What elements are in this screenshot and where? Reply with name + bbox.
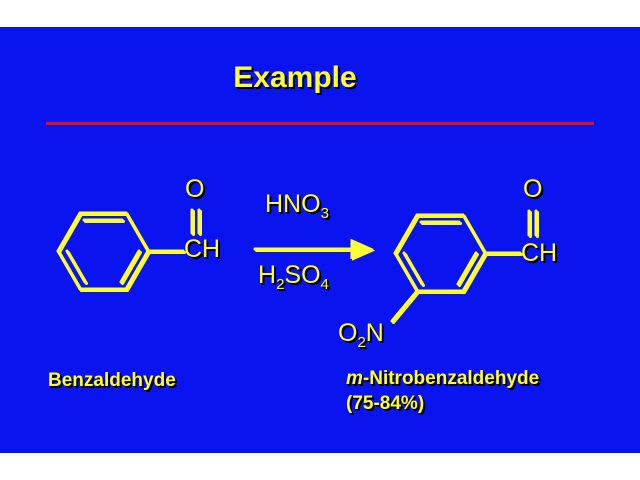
reaction-arrowhead bbox=[350, 238, 374, 260]
reactant-ring bbox=[56, 211, 150, 291]
product-nitro-bond bbox=[390, 289, 419, 323]
product-yield: (75-84%) bbox=[346, 393, 425, 414]
product-ring bbox=[393, 213, 487, 293]
slide-background: Example bbox=[0, 27, 640, 453]
product-name: m-Nitrobenzaldehyde bbox=[346, 368, 540, 389]
reactant-ch-label: CH bbox=[184, 235, 221, 263]
product-nitro-group: O2N bbox=[338, 319, 384, 351]
product-ch-label: CH bbox=[521, 239, 558, 267]
reagent-nitric-acid: HNO3 bbox=[265, 190, 329, 222]
reactant-name: Benzaldehyde bbox=[48, 370, 176, 391]
reagent-sulfuric-acid: H2SO4 bbox=[258, 261, 329, 293]
slide-title: Example bbox=[233, 61, 357, 94]
title-rule bbox=[46, 122, 594, 125]
reactant-oxygen-label: O bbox=[185, 175, 205, 203]
product-oxygen-label: O bbox=[523, 175, 543, 203]
reaction-drawing bbox=[56, 208, 539, 324]
